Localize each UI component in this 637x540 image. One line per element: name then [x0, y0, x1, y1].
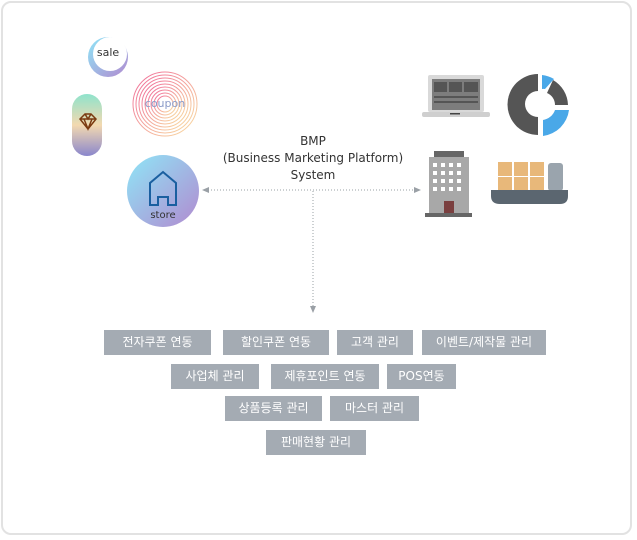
coupon-icon: [132, 71, 198, 137]
feature-points: 제휴포인트 연동: [271, 364, 379, 389]
donut-chart-icon: [507, 74, 569, 136]
feature-customer: 고객 관리: [337, 330, 413, 355]
diamond-icon: [72, 94, 102, 156]
feature-master: 마스터 관리: [330, 396, 419, 421]
laptop-icon: [422, 75, 490, 117]
coupon-label: coupon: [144, 97, 186, 110]
store-icon: [127, 155, 199, 227]
feature-ecoupon: 전자쿠폰 연동: [104, 330, 211, 355]
title-line-1: BMP: [300, 134, 326, 148]
title-line-3: System: [290, 168, 336, 182]
feature-discount-coupon: 할인쿠폰 연동: [223, 330, 329, 355]
feature-business: 사업체 관리: [171, 364, 259, 389]
feature-pos: POS연동: [387, 364, 456, 389]
store-label: store: [150, 210, 176, 221]
feature-sales: 판매현황 관리: [266, 430, 366, 455]
sale-icon: [88, 37, 128, 77]
connector-lines: [208, 189, 414, 306]
feature-product: 상품등록 관리: [225, 396, 322, 421]
building-icon: [425, 151, 472, 217]
title-line-2: (Business Marketing Platform): [222, 151, 404, 165]
sale-label: sale: [96, 46, 120, 59]
system-title: BMP (Business Marketing Platform) System: [193, 133, 433, 184]
cargo-ship-icon: [491, 162, 568, 204]
feature-event: 이벤트/제작물 관리: [422, 330, 546, 355]
arrowheads: [202, 187, 421, 313]
diagram-frame: [1, 1, 632, 535]
